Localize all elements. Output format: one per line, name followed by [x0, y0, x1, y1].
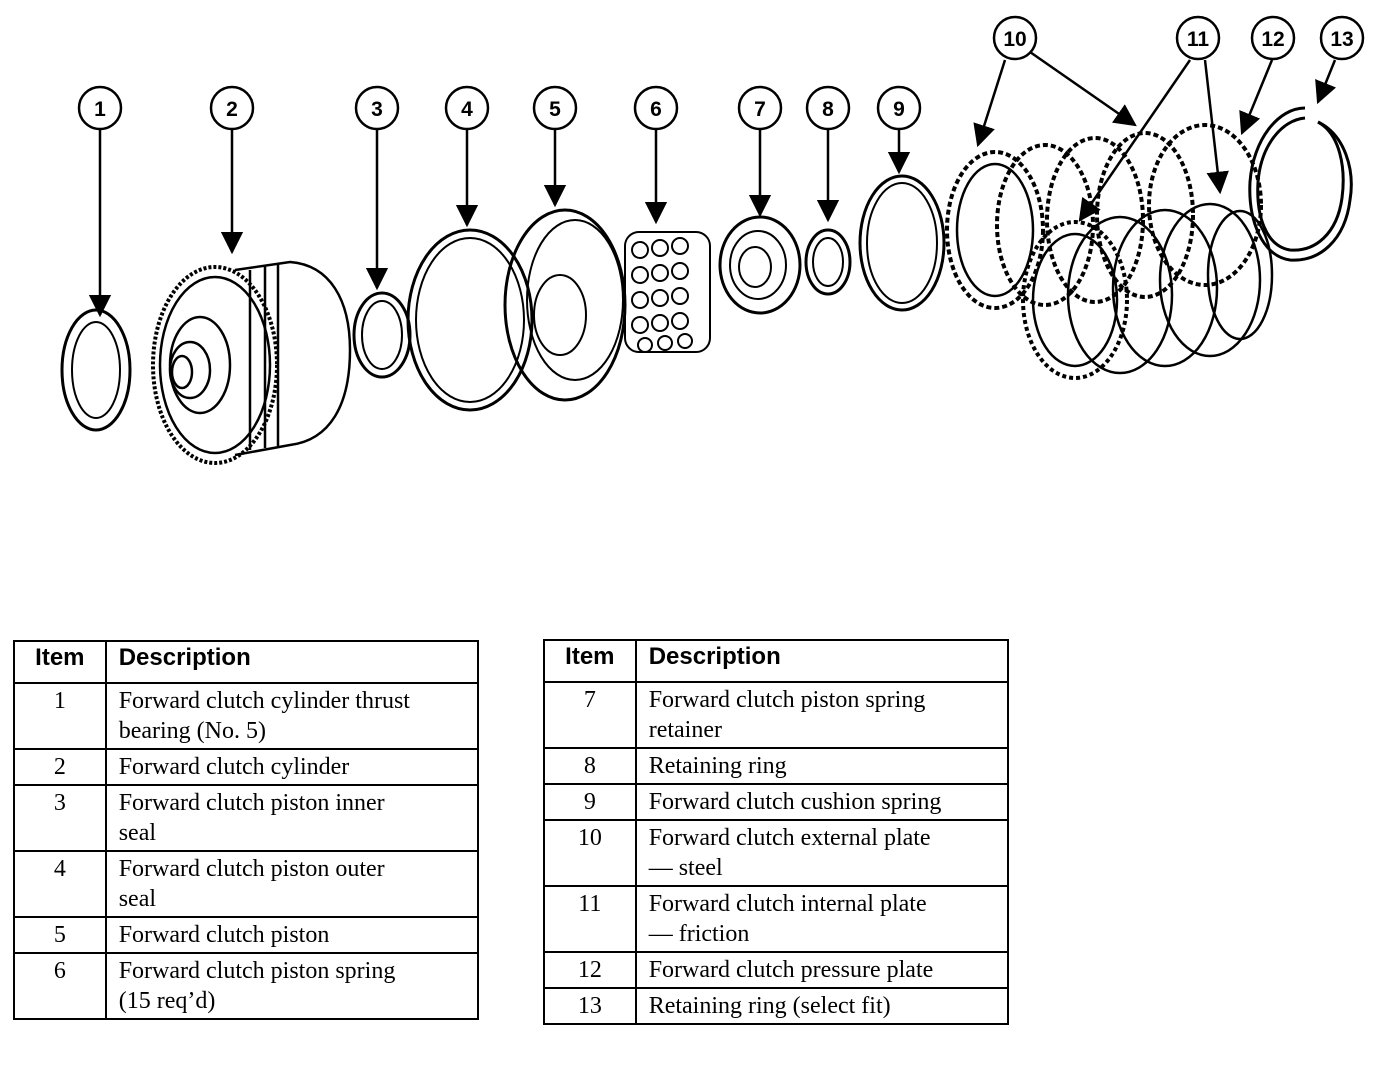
table-row: 10 Forward clutch external plate— steel [543, 819, 1010, 887]
callout-1: 1 [94, 98, 106, 121]
item-number: 11 [543, 885, 637, 953]
table-row: 13 Retaining ring (select fit) [543, 987, 1010, 1025]
part-piston-inner-seal [352, 291, 412, 379]
part-piston-outer-seal [406, 228, 534, 412]
callout-circles [77, 15, 1365, 131]
header-description: Description [104, 640, 480, 684]
header-item: Item [13, 640, 107, 684]
callout-5: 5 [549, 98, 561, 121]
item-number: 8 [543, 747, 637, 785]
item-description: Retaining ring [634, 747, 1010, 785]
item-number: 3 [13, 784, 107, 852]
leader-lines [88, 50, 1337, 318]
callout-3: 3 [371, 98, 383, 121]
header-description: Description [634, 639, 1010, 683]
table-header-row: Item Description [13, 640, 480, 684]
legend-table-right: Item Description 7 Forward clutch piston… [543, 639, 1010, 1025]
callout-numbers: 1 2 3 4 5 6 7 8 9 10 11 12 13 [94, 28, 1354, 121]
part-select-fit-ring [1248, 106, 1353, 262]
header-item: Item [543, 639, 637, 683]
item-number: 13 [543, 987, 637, 1025]
item-description: Forward clutch piston [104, 916, 480, 954]
table-row: 12 Forward clutch pressure plate [543, 951, 1010, 989]
part-thrust-bearing [60, 308, 132, 432]
callout-10: 10 [1003, 28, 1026, 51]
callout-11: 11 [1187, 28, 1210, 51]
callout-2: 2 [226, 98, 238, 121]
table-row: 2 Forward clutch cylinder [13, 748, 480, 786]
item-description: Forward clutch pressure plate [634, 951, 1010, 989]
item-number: 10 [543, 819, 637, 887]
legend-table-left: Item Description 1 Forward clutch cylind… [13, 640, 480, 1020]
callout-4: 4 [461, 98, 473, 121]
callout-7: 7 [754, 98, 766, 121]
callout-13: 13 [1330, 28, 1353, 51]
callout-6: 6 [650, 98, 662, 121]
table-row: 9 Forward clutch cushion spring [543, 783, 1010, 821]
exploded-view-diagram: 1 2 3 4 5 6 7 8 9 10 11 12 13 [60, 15, 1365, 465]
item-description: Retaining ring (select fit) [634, 987, 1010, 1025]
item-number: 5 [13, 916, 107, 954]
item-description: Forward clutch cylinder [104, 748, 480, 786]
part-cushion-spring [858, 174, 946, 312]
table-header-row: Item Description [543, 639, 1010, 683]
part-piston-springs [624, 231, 711, 353]
item-number: 2 [13, 748, 107, 786]
item-number: 4 [13, 850, 107, 918]
part-clutch-plate-pack [945, 123, 1274, 380]
part-clutch-cylinder [151, 260, 352, 465]
item-description: Forward clutch external plate— steel [634, 819, 1010, 887]
item-description: Forward clutch cushion spring [634, 783, 1010, 821]
item-number: 7 [543, 681, 637, 749]
part-spring-retainer [718, 215, 802, 315]
item-number: 9 [543, 783, 637, 821]
item-number: 1 [13, 682, 107, 750]
item-number: 12 [543, 951, 637, 989]
item-description: Forward clutch internal plate— friction [634, 885, 1010, 953]
part-retaining-ring [804, 228, 852, 296]
item-description: Forward clutch piston spring(15 req’d) [104, 952, 480, 1020]
table-row: 8 Retaining ring [543, 747, 1010, 785]
item-number: 6 [13, 952, 107, 1020]
table-row: 5 Forward clutch piston [13, 916, 480, 954]
callout-8: 8 [822, 98, 834, 121]
callout-9: 9 [893, 98, 905, 121]
table-row: 6 Forward clutch piston spring(15 req’d) [13, 952, 480, 1020]
table-row: 11 Forward clutch internal plate— fricti… [543, 885, 1010, 953]
callout-12: 12 [1261, 28, 1284, 51]
